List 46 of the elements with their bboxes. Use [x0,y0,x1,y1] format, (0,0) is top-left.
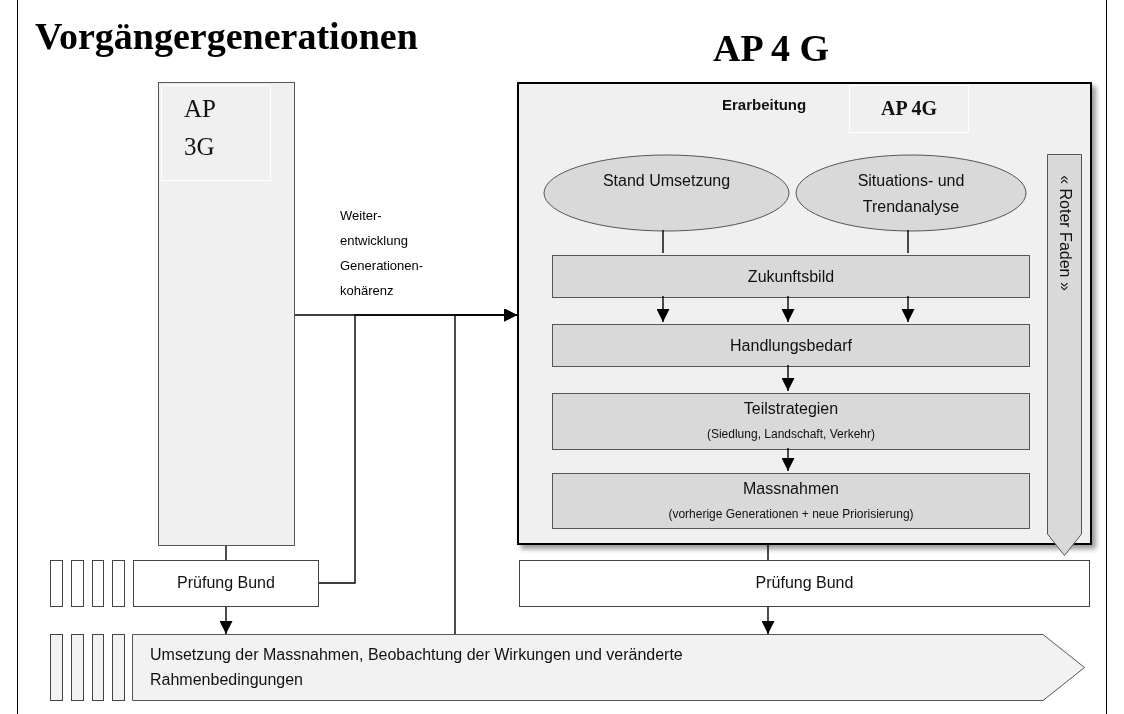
connector-arrow [761,606,775,635]
box-label: Prüfung Bund [176,574,276,592]
generation-bar [92,634,104,701]
process-box [552,255,1030,298]
box-heading: Massnahmen [741,480,840,498]
implementation-arrow-band [132,634,1085,701]
ellipse-label: Situations- und Trendanalyse [856,171,966,217]
box-heading: Teilstrategien [742,400,840,418]
heading: AP 4 G [713,26,831,70]
box-note: (Siedlung, Landschaft, Verkehr) [705,427,877,441]
band-label: Umsetzung der Massnahmen, Beobachtung der Wirkungen und veränderte Rahmenbedingungen [150,645,684,690]
generation-bar [71,560,84,607]
box-heading: Zukunftsbild [746,268,836,286]
generation-bar [50,560,63,607]
plan-column [158,82,295,546]
input-ellipse [795,154,1027,232]
generation-bar [50,634,63,701]
generation-bar [112,634,125,701]
connector-arrow [454,308,518,635]
band-label: « Roter Faden » [1055,174,1074,293]
process-box [133,560,319,607]
connector-arrow [901,295,915,323]
process-box [552,324,1030,367]
thread-arrow-band [1047,154,1082,556]
connector-arrow [781,364,795,392]
title-box [849,85,969,133]
plan-label: AP 3G [161,85,271,181]
heading: Vorgängergenerationen [35,14,419,58]
process-box [519,560,1090,607]
connector-arrow [781,447,795,472]
generation-bar [112,560,125,607]
connector-arrow [781,295,795,323]
ellipse-label: Stand Umsetzung [601,171,732,191]
frame-title: AP 4G [879,97,939,120]
generation-bar [71,634,84,701]
input-ellipse [543,154,790,232]
side-note: Weiter- entwicklung Generationen- kohärenz [340,207,425,300]
box-heading: Handlungsbedarf [729,337,853,355]
generation-bar [92,560,104,607]
box-label: Prüfung Bund [754,574,855,592]
frame-heading: Erarbeitung [722,96,807,113]
process-box [552,393,1030,450]
connector-arrow [656,295,670,323]
box-note: (vorherige Generationen + neue Priorisierung) [667,507,915,521]
process-box [552,473,1030,529]
connector-arrow [219,606,233,635]
